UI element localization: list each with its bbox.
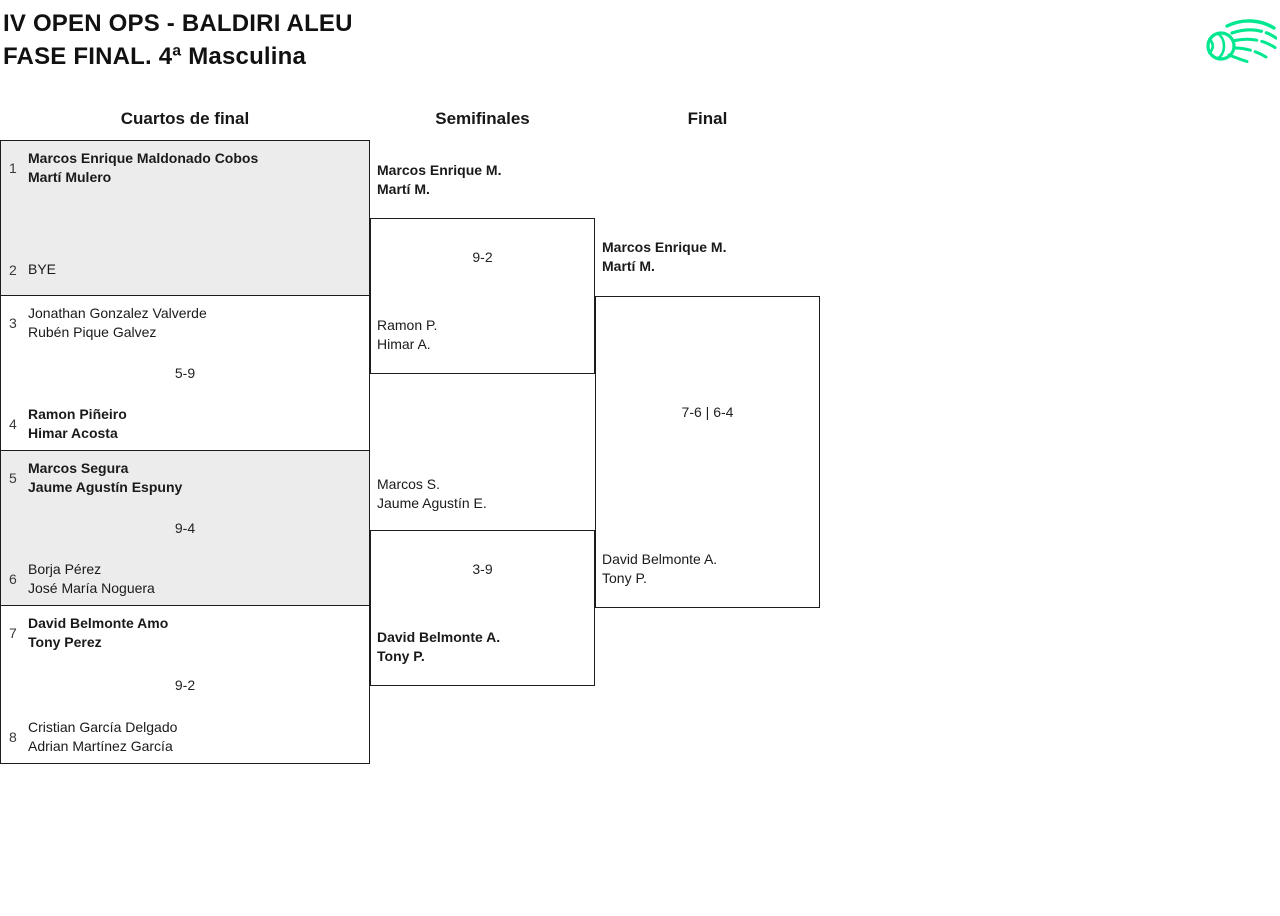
team-line: Himar A. bbox=[377, 336, 431, 352]
tournament-subtitle: FASE FINAL. 4ª Masculina bbox=[3, 43, 307, 70]
seed-number: 7 bbox=[9, 625, 17, 641]
tournament-title: IV OPEN OPS - BALDIRI ALEU bbox=[3, 10, 353, 37]
team-line: Marcos Enrique Maldonado Cobos bbox=[28, 150, 259, 166]
seed-number: 6 bbox=[9, 571, 17, 587]
team-line: Martí M. bbox=[377, 181, 430, 197]
team-line: Martí Mulero bbox=[28, 169, 112, 185]
team-names: BYE bbox=[28, 260, 56, 279]
team-line: Martí M. bbox=[602, 258, 655, 274]
semifinal-2-score: 3-9 bbox=[472, 561, 493, 577]
team-line: Ramon P. bbox=[377, 317, 438, 333]
match-score: 5-9 bbox=[174, 365, 196, 381]
semifinal-2-top-team: Marcos S. Jaume Agustín E. bbox=[377, 475, 487, 513]
page-title: IV OPEN OPS - BALDIRI ALEU FASE FINAL. 4ª… bbox=[3, 7, 353, 73]
match-score: 9-2 bbox=[174, 676, 196, 693]
team-line: Tony Perez bbox=[28, 634, 102, 650]
qf2-top-team: 3 Jonathan Gonzalez Valverde Rubén Pique… bbox=[1, 304, 369, 342]
seed-number: 8 bbox=[9, 729, 17, 745]
qf3-bottom-team: 6 Borja Pérez José María Noguera bbox=[1, 560, 369, 598]
team-line: Jaume Agustín E. bbox=[377, 495, 487, 511]
team-names: Marcos Segura Jaume Agustín Espuny bbox=[28, 459, 182, 497]
team-line: Borja Pérez bbox=[28, 561, 102, 577]
round-header-final: Final bbox=[687, 109, 728, 128]
qf2-bottom-team: 4 Ramon Piñeiro Himar Acosta bbox=[1, 405, 369, 443]
seed-number: 1 bbox=[9, 160, 17, 176]
qf3-top-team: 5 Marcos Segura Jaume Agustín Espuny bbox=[1, 459, 369, 497]
qf1-bottom-team: 2 BYE bbox=[1, 260, 369, 279]
seed-number: 4 bbox=[9, 416, 17, 432]
semifinal-match-1 bbox=[370, 218, 595, 374]
seed-number: 2 bbox=[9, 261, 17, 278]
team-line: José María Noguera bbox=[28, 580, 155, 596]
team-names: Marcos Enrique Maldonado Cobos Martí Mul… bbox=[28, 149, 258, 187]
team-line: Marcos Segura bbox=[28, 460, 129, 476]
team-line: Marcos S. bbox=[377, 476, 441, 492]
team-line: Rubén Pique Galvez bbox=[28, 324, 157, 340]
tennis-ball-swoosh-icon bbox=[1206, 19, 1277, 63]
semifinal-2-bottom-team: David Belmonte A. Tony P. bbox=[377, 628, 500, 666]
team-line: Cristian García Delgado bbox=[28, 719, 178, 735]
team-names: Jonathan Gonzalez Valverde Rubén Pique G… bbox=[28, 304, 207, 342]
team-line: Tony P. bbox=[602, 570, 647, 586]
semifinal-match-2 bbox=[370, 530, 595, 686]
semifinal-1-score: 9-2 bbox=[472, 249, 493, 265]
final-score: 7-6 | 6-4 bbox=[681, 404, 734, 420]
team-line: Jaume Agustín Espuny bbox=[28, 479, 183, 495]
quarterfinal-match-1: 1 Marcos Enrique Maldonado Cobos Martí M… bbox=[0, 140, 370, 296]
match-score: 9-4 bbox=[174, 520, 196, 536]
round-header-semifinals: Semifinales bbox=[435, 109, 530, 128]
team-line: Marcos Enrique M. bbox=[602, 239, 727, 255]
final-top-team: Marcos Enrique M. Martí M. bbox=[602, 238, 726, 276]
team-names: Borja Pérez José María Noguera bbox=[28, 560, 155, 598]
semifinal-1-bottom-team: Ramon P. Himar A. bbox=[377, 316, 437, 354]
final-bottom-team: David Belmonte A. Tony P. bbox=[602, 550, 717, 588]
team-line: Marcos Enrique M. bbox=[377, 162, 502, 178]
team-line: BYE bbox=[28, 261, 57, 277]
final-match bbox=[595, 296, 820, 608]
seed-number: 3 bbox=[9, 315, 17, 331]
round-header-quarterfinals: Cuartos de final bbox=[120, 109, 250, 128]
team-line: David Belmonte A. bbox=[602, 551, 718, 567]
semifinal-1-top-team: Marcos Enrique M. Martí M. bbox=[377, 161, 501, 199]
team-names: Ramon Piñeiro Himar Acosta bbox=[28, 405, 127, 443]
qf1-top-team: 1 Marcos Enrique Maldonado Cobos Martí M… bbox=[1, 149, 369, 187]
quarterfinal-match-2: 3 Jonathan Gonzalez Valverde Rubén Pique… bbox=[0, 295, 370, 451]
qf4-bottom-team: 8 Cristian García Delgado Adrian Martíne… bbox=[1, 718, 369, 756]
team-line: Tony P. bbox=[377, 648, 425, 664]
team-line: Ramon Piñeiro bbox=[28, 406, 127, 422]
team-line: David Belmonte A. bbox=[377, 629, 501, 645]
team-names: David Belmonte Amo Tony Perez bbox=[28, 614, 168, 652]
qf4-top-team: 7 David Belmonte Amo Tony Perez bbox=[1, 614, 369, 652]
quarterfinal-match-4: 7 David Belmonte Amo Tony Perez 9-2 8 Cr… bbox=[0, 605, 370, 764]
team-names: Cristian García Delgado Adrian Martínez … bbox=[28, 718, 177, 756]
quarterfinal-match-3: 5 Marcos Segura Jaume Agustín Espuny 9-4… bbox=[0, 450, 370, 606]
team-line: Adrian Martínez García bbox=[28, 738, 173, 754]
team-line: Himar Acosta bbox=[28, 425, 118, 441]
team-line: Jonathan Gonzalez Valverde bbox=[28, 305, 207, 321]
seed-number: 5 bbox=[9, 470, 17, 486]
team-line: David Belmonte Amo bbox=[28, 615, 169, 631]
